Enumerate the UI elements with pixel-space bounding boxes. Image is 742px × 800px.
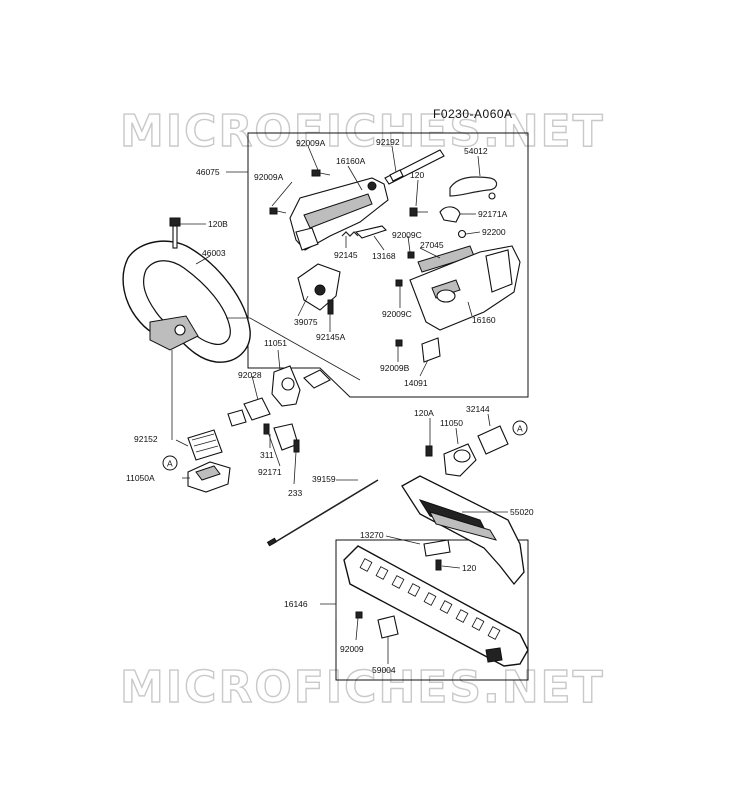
pin-92145A — [327, 299, 334, 315]
label-92009: 92009 — [340, 644, 364, 654]
label-39075: 39075 — [294, 317, 318, 327]
label-311: 311 — [260, 450, 274, 460]
label-92171: 92171 — [258, 467, 282, 477]
clamp-92152 — [187, 429, 223, 461]
screw-92009B — [395, 339, 403, 347]
label-55020: 55020 — [510, 507, 534, 517]
plate-14091 — [421, 337, 441, 363]
guard-55020 — [401, 475, 525, 586]
label-11050A: 11050A — [126, 473, 155, 483]
screw-92009 — [355, 611, 363, 619]
grip-half-16160A — [289, 177, 389, 251]
plate-59004 — [377, 615, 399, 639]
label-92192: 92192 — [376, 137, 400, 147]
shaft-39159 — [266, 479, 379, 547]
watermark-bottom: MICROFICHES.NET — [120, 662, 605, 713]
label-13168: 13168 — [372, 251, 396, 261]
screw-120-bottom — [435, 559, 442, 571]
label-120B: 120B — [208, 219, 228, 229]
throttle-cable-54012 — [449, 176, 498, 200]
label-16160: 16160 — [472, 315, 496, 325]
diagram-code: F0230-A060A — [433, 107, 513, 121]
label-92009C-a: 92009C — [392, 230, 422, 240]
connector-A-left: A — [162, 455, 178, 471]
label-92152: 92152 — [134, 434, 158, 444]
label-92145A: 92145A — [316, 332, 346, 342]
screw-233 — [293, 439, 300, 453]
label-16146: 16146 — [284, 599, 308, 609]
connector-A-right: A — [512, 420, 528, 436]
label-54012: 54012 — [464, 146, 488, 156]
watermark-top: MICROFICHES.NET — [120, 106, 605, 157]
screw-92009A-left — [269, 207, 287, 215]
label-27045: 27045 — [420, 240, 444, 250]
guard-16146 — [343, 545, 529, 667]
label-46075: 46075 — [196, 167, 220, 177]
screw-92009A-top — [311, 169, 331, 177]
guard-assembly-box — [335, 539, 529, 681]
label-233: 233 — [288, 488, 302, 498]
label-14091: 14091 — [404, 378, 428, 388]
nut-92200 — [457, 229, 467, 239]
label-92009B: 92009B — [380, 363, 410, 373]
label-16160A: 16160A — [336, 156, 366, 166]
label-120A: 120A — [414, 408, 434, 418]
clamp-11051 — [271, 365, 301, 407]
bracket-11050A — [187, 461, 231, 493]
spring-92145 — [341, 231, 359, 237]
label-92009A-top: 92009A — [296, 138, 326, 148]
leader-lines — [171, 145, 508, 664]
handle-assembly-box — [247, 132, 529, 398]
grip-half-16160 — [409, 245, 521, 331]
collar-11051 — [303, 369, 331, 389]
part-labels: 92009A 16160A 92192 54012 46075 92009A 1… — [126, 137, 534, 675]
label-92200: 92200 — [482, 227, 506, 237]
cable-92192 — [384, 149, 445, 185]
clamp-11050 — [443, 443, 477, 477]
label-11051: 11051 — [264, 338, 287, 348]
sleeve-32144 — [477, 425, 509, 455]
lever-13168 — [354, 225, 388, 239]
label-120-bottom: 120 — [462, 563, 476, 573]
screw-92009C-b — [395, 279, 403, 287]
plate-13270 — [423, 539, 451, 557]
label-13270: 13270 — [360, 530, 384, 540]
label-92009C-b: 92009C — [382, 309, 412, 319]
label-120-top: 120 — [410, 170, 424, 180]
sleeve-92028 — [227, 397, 271, 427]
loop-handle-46003 — [122, 240, 251, 363]
screw-92009C-a — [407, 251, 415, 259]
clip-92171A — [439, 206, 461, 223]
svg-text:A: A — [167, 459, 173, 469]
label-11050: 11050 — [440, 418, 463, 428]
label-92171A: 92171A — [478, 209, 508, 219]
label-59004: 59004 — [372, 665, 396, 675]
bolt-120A — [425, 445, 433, 457]
label-92028: 92028 — [238, 370, 262, 380]
label-92009A-left: 92009A — [254, 172, 284, 182]
label-39159: 39159 — [312, 474, 336, 484]
label-92145: 92145 — [334, 250, 358, 260]
label-46003: 46003 — [202, 248, 226, 258]
screw-120-top — [409, 207, 428, 217]
trigger-39075 — [297, 263, 341, 311]
svg-text:A: A — [517, 424, 523, 434]
label-32144: 32144 — [466, 404, 490, 414]
